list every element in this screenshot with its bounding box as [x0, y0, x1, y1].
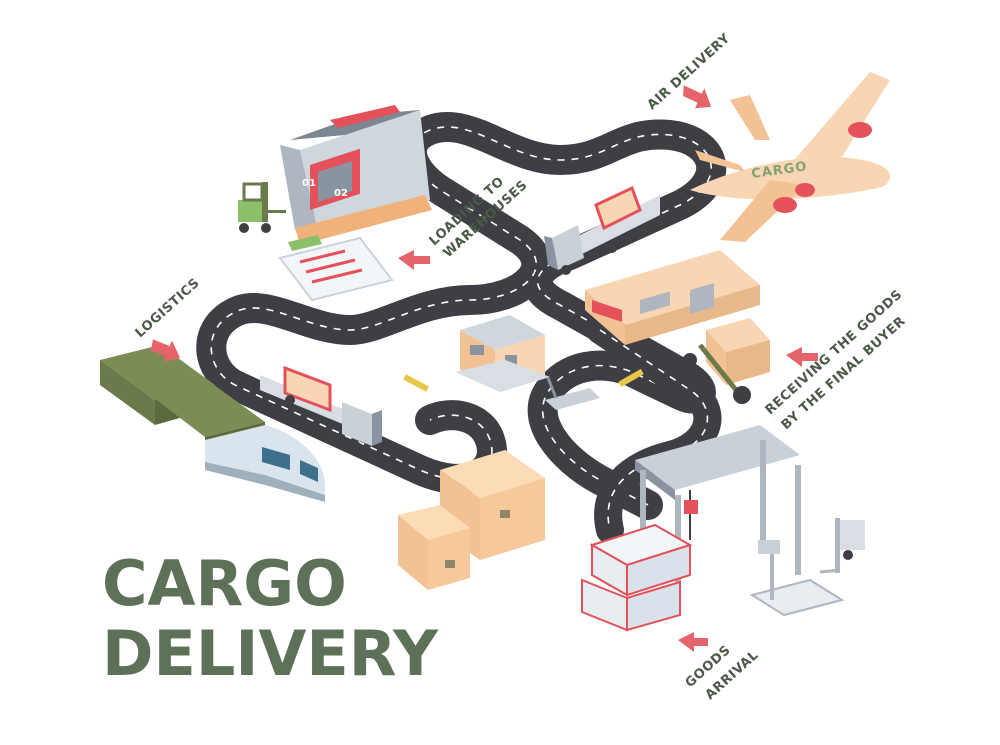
- truck-top: [544, 185, 660, 275]
- forklift-top: [238, 182, 286, 233]
- pallet-jack: [545, 377, 600, 410]
- train: [100, 345, 325, 502]
- warehouse: 01 02: [280, 105, 432, 245]
- arrow-air-icon: [683, 85, 712, 109]
- arrow-logistics-icon: [150, 339, 181, 362]
- label-air-delivery: AIR DELIVERY: [645, 31, 734, 113]
- title-line1: CARGO: [102, 547, 347, 620]
- warehouse-door-number: 01: [302, 178, 316, 189]
- cardboard-boxes: [398, 450, 545, 590]
- warehouse-door-number: 02: [334, 188, 348, 199]
- arrows: [150, 85, 818, 652]
- hand-truck: [683, 318, 770, 404]
- floor-scale: [749, 540, 845, 617]
- buyer-building: [585, 250, 760, 345]
- label-receiving-line1: RECEIVING THE GOODS: [763, 287, 906, 418]
- shipping-containers: [581, 523, 693, 632]
- title-line2: DELIVERY: [102, 617, 439, 690]
- arrow-warehouse-icon: [398, 250, 430, 270]
- crosswalk-mark: [618, 368, 644, 388]
- forklift-bottom: [819, 518, 865, 574]
- checklist-sheet: [278, 235, 394, 302]
- label-receiving-line2: BY THE FINAL BUYER: [779, 314, 909, 433]
- arrow-arrival-icon: [678, 632, 708, 652]
- crosswalk-mark: [403, 374, 429, 392]
- cargo-plane: CARGO: [690, 72, 890, 242]
- arrow-receiving-icon: [786, 347, 818, 367]
- label-logistics: LOGISTICS: [133, 276, 203, 341]
- truck-middle: [260, 365, 382, 450]
- shop-building: [455, 315, 550, 392]
